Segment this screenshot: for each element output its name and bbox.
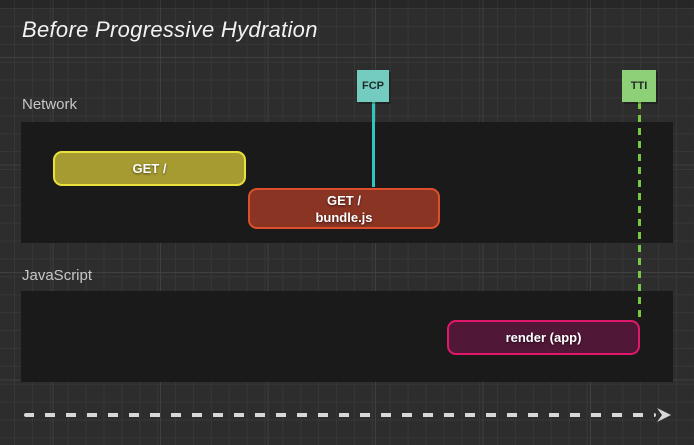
fcp-marker-line [372, 102, 375, 187]
diagram-title: Before Progressive Hydration [22, 17, 318, 42]
tti-marker-line [638, 102, 641, 320]
tti-marker-badge: TTI [622, 70, 656, 102]
get-bundle-bar: GET / bundle.js [248, 188, 440, 229]
get-root-bar-label: GET / [132, 161, 167, 176]
get-bundle-bar-label-line1: GET / [327, 192, 361, 208]
get-bundle-bar-label-line2: bundle.js [315, 209, 373, 225]
javascript-lane-label: JavaScript [22, 267, 93, 284]
timeline-dashed-line [24, 413, 656, 417]
timeline-arrowhead-icon [657, 408, 671, 422]
network-lane-label: Network [22, 96, 78, 113]
top-edge [0, 0, 694, 8]
get-root-bar: GET / [53, 151, 246, 186]
fcp-marker-badge: FCP [357, 70, 389, 102]
render-app-bar-label: render (app) [505, 330, 582, 345]
render-app-bar: render (app) [447, 320, 640, 355]
